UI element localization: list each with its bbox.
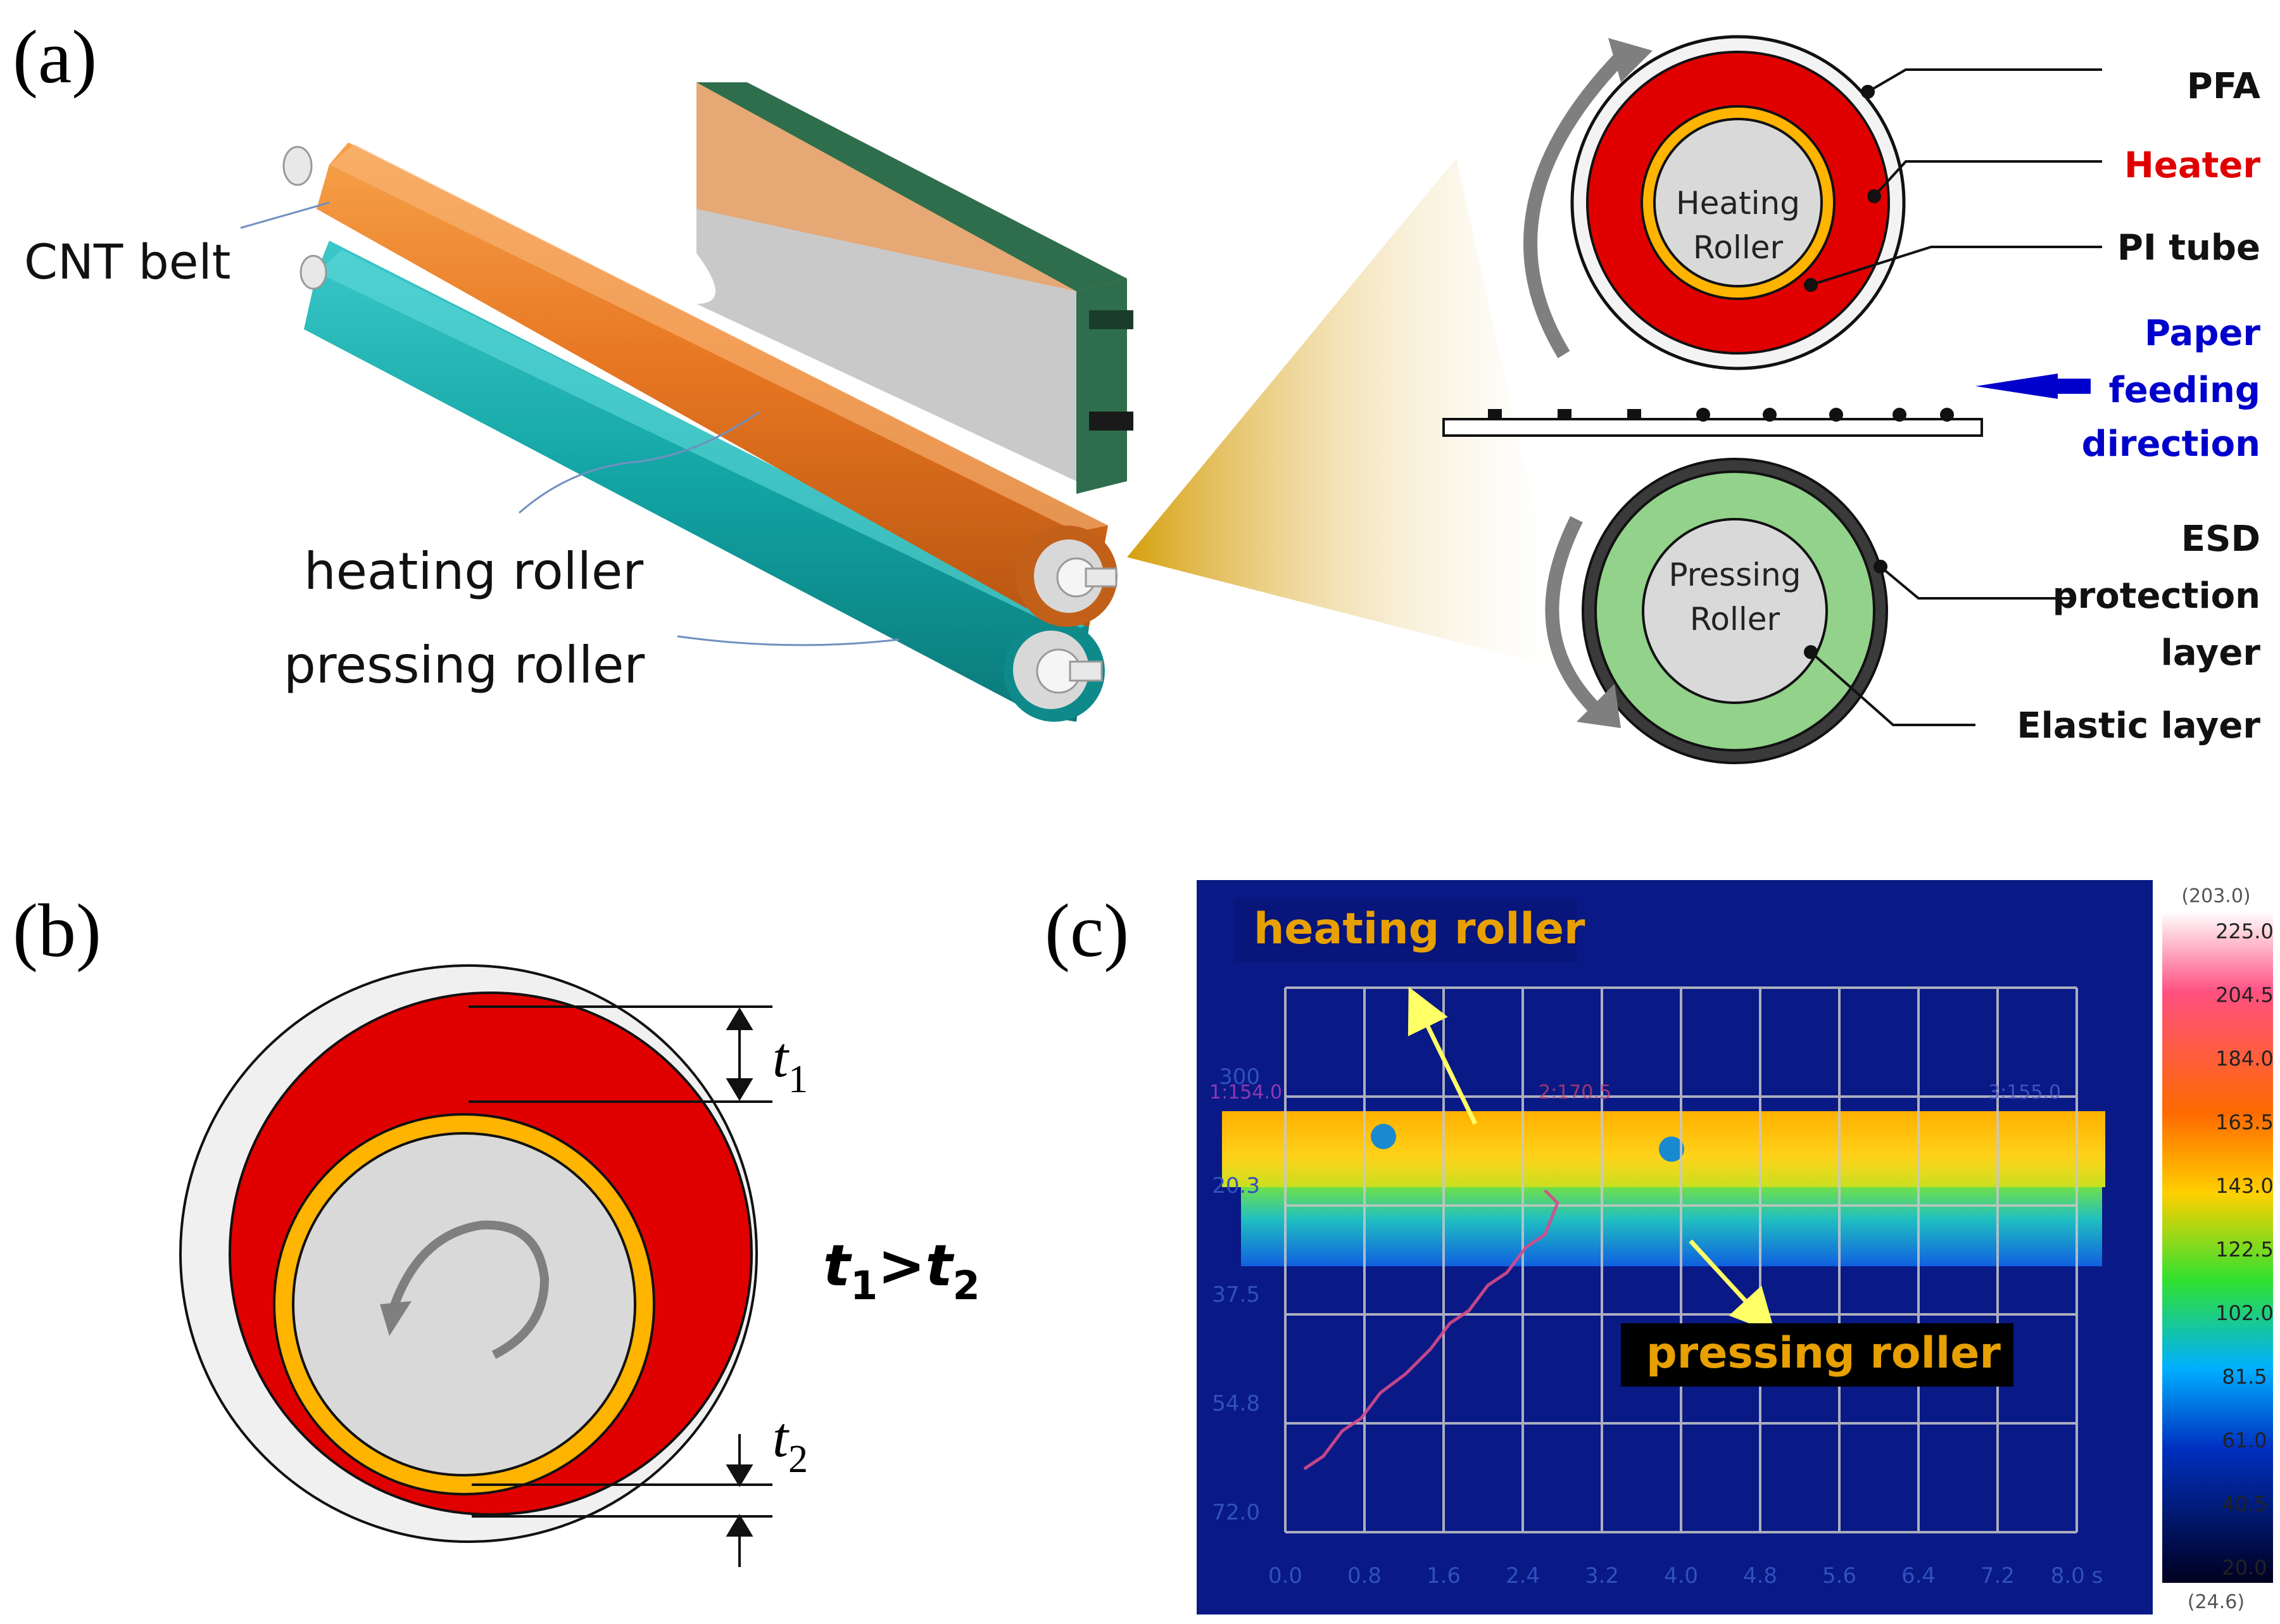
marker-3: 3:155.0 [1988,1081,2061,1104]
y-tick-label: 72.0 [1212,1500,1260,1525]
color-scale-tick-label: 143.0 [2215,1174,2274,1198]
x-tick-label: 6.4 [1901,1563,1936,1589]
y-tick-label: 37.5 [1212,1282,1260,1307]
color-scale-tick-label: 61.0 [2222,1428,2267,1452]
heating-roller-leader [519,410,760,514]
color-scale-bar [2162,912,2273,1583]
toner-particles [1488,408,1954,422]
heater-label: Heater [2124,145,2260,186]
x-tick-label: 2.4 [1506,1563,1540,1589]
marker-1: 1:154.0 [1209,1081,1282,1104]
color-scale-tick-label: 40.5 [2222,1492,2267,1516]
zoom-cone [1127,158,1570,671]
cool-band [1241,1187,2102,1266]
pfa-label: PFA [2187,66,2261,107]
marker-2: 2:170.5 [1539,1081,1611,1104]
color-scale-tick-label: 122.5 [2215,1238,2274,1262]
layer-leaders [1804,68,2102,726]
color-scale-tick-label: 225.0 [2215,919,2274,943]
pressing-roller-section [1582,458,1888,764]
roller-3d-illustration [282,142,1118,722]
y-tick-label: 54.8 [1212,1391,1260,1416]
paper-feeding-label-1: Paper [2145,313,2260,354]
x-tick-label: 3.2 [1585,1563,1619,1589]
x-tick-label: 5.6 [1822,1563,1856,1589]
cnt-belt-leader [240,201,330,229]
x-tick-label: 1.6 [1427,1563,1461,1589]
cnt-belt-label: CNT belt [24,234,230,290]
x-tick-label: 0.0 [1268,1563,1302,1589]
color-scale-tick-label: 163.5 [2215,1111,2274,1135]
esd-label-3: layer [2161,633,2261,674]
x-tick-label: 4.0 [1664,1563,1698,1589]
thickness-relation: t1>t2 [823,1233,980,1309]
esd-label-1: ESD [2181,519,2260,560]
color-scale-tick-label: 204.5 [2215,983,2274,1007]
y-tick-label: 20.3 [1212,1173,1260,1199]
paper-feeding-label-2: feeding [2108,370,2260,411]
color-scale-ticks: 225.0 204.5 184.0 163.5 143.0 122.5 102.0 81.5 6… [2215,919,2274,1580]
thickness-reference-lines [469,1005,772,1567]
heating-roller-section [1570,35,1906,370]
paper-direction-arrow [1975,374,2058,399]
pi-tube-label: PI tube [2117,227,2260,268]
paper-feeding-label-3: direction [2082,424,2260,465]
pressing-roller-leader [677,635,900,646]
cutaway-illustration [696,82,1133,494]
color-scale-tick-label: 102.0 [2215,1301,2274,1325]
rotation-arrow-bottom [1545,516,1601,714]
pressing-roller-inner-label-1: Pressing [1669,557,1801,593]
y-tick-label: 300 [1219,1064,1260,1090]
x-axis-ticks: 0.0 0.8 1.6 2.4 3.2 4.0 4.8 5.6 6.4 7.2 8.0 s [1268,1563,2103,1589]
thermal-pressing-label: pressing roller [1646,1328,2001,1378]
x-tick-label: 7.2 [1981,1563,2015,1589]
pressing-roller-3d [304,241,1089,722]
panel-b-label: (b) [13,888,101,973]
color-scale-tick-label: 184.0 [2215,1047,2274,1071]
thermal-image: 1:154.0 2:170.5 3:155.0 [1197,880,2153,1615]
heating-roller-label: heating roller [304,542,643,601]
x-tick-label: 4.8 [1743,1563,1777,1589]
rotation-arrow-center [388,1220,550,1359]
esd-label-2: protection [2053,576,2260,617]
heating-roller-3d [317,142,1108,627]
t2-label: t2 [772,1406,808,1481]
panel-a-label: (a) [13,15,97,99]
color-scale-bottom: (24.6) [2188,1591,2245,1613]
x-tick-label: 0.8 [1347,1563,1382,1589]
heating-roller-inner-label-1: Heating [1676,185,1800,222]
thickness-section [179,964,758,1543]
elastic-layer-label: Elastic layer [2017,705,2260,746]
pressing-roller-label: pressing roller [284,636,645,695]
temperature-trace [1303,1189,1559,1471]
paper-sheet [1442,418,1983,437]
rotation-arrow-top [1523,52,1626,358]
color-scale-top: (203.0) [2181,885,2250,907]
color-scale-tick-label: 20.0 [2222,1556,2267,1580]
x-tick-label: 8.0 s [2051,1563,2103,1589]
pressing-roller-inner-label-2: Roller [1690,601,1780,638]
y-axis-ticks: 300 20.3 37.5 54.8 72.0 [1212,1064,1260,1525]
heating-roller-inner-label-2: Roller [1693,229,1784,266]
t1-label: t1 [772,1026,808,1101]
thermal-heating-label: heating roller [1254,904,1585,954]
color-scale-tick-label: 81.5 [2222,1365,2267,1389]
panel-c-label: (c) [1045,888,1129,973]
